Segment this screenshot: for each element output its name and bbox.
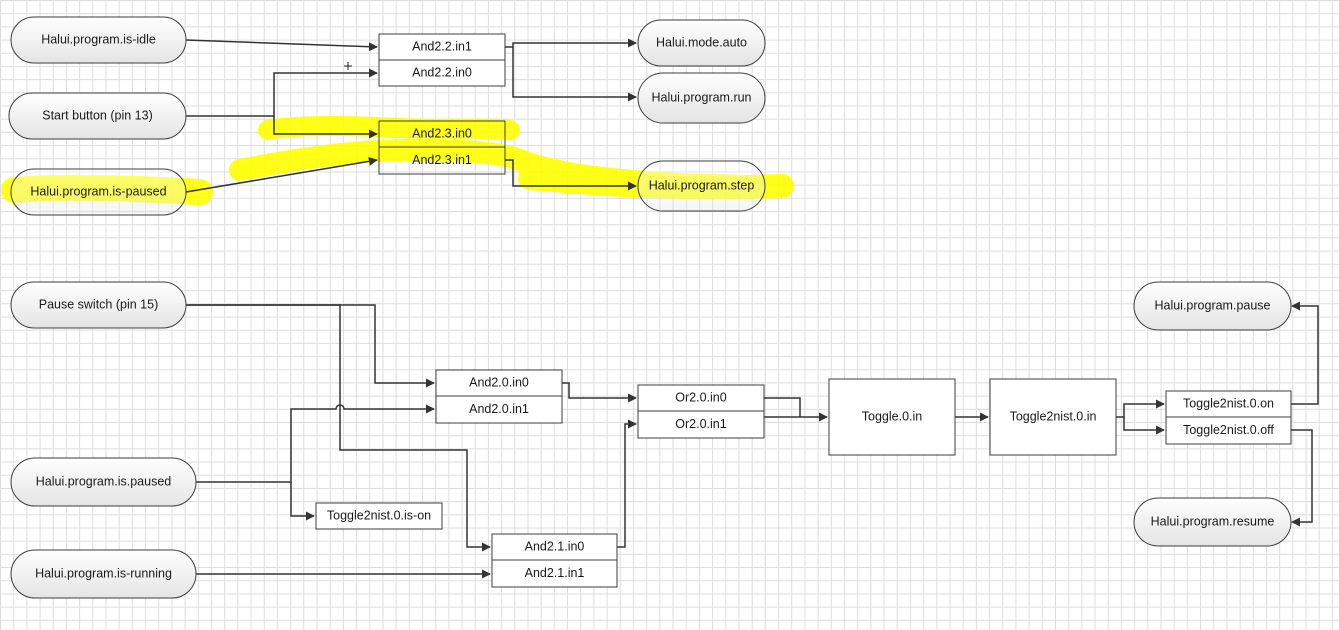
- wire-and23-to-program-step: [505, 159, 637, 191]
- output-mode-auto: Halui.mode.auto: [637, 19, 766, 67]
- wire-toggle2nist-to-on: [1116, 399, 1165, 418]
- wire-and20-to-or20-in0: [562, 382, 637, 403]
- output-program-step-label: Halui.program.step: [649, 178, 755, 192]
- block-toggle2nist0-off-label: Toggle2nist.0.off: [1183, 423, 1274, 437]
- block-toggle2nist0-is-on-label: Toggle2nist.0.is-on: [327, 508, 431, 522]
- output-program-step: Halui.program.step: [637, 160, 766, 212]
- output-program-resume-label: Halui.program.resume: [1151, 514, 1275, 528]
- block-or20-in0-label: Or2.0.in0: [675, 390, 726, 404]
- wire-off-to-program-resume: [1291, 429, 1313, 527]
- wire-start-to-and22-in0: [186, 68, 378, 117]
- block-and21-in1-label: And2.1.in1: [525, 566, 585, 580]
- block-and22-in0-label: And2.2.in0: [412, 65, 472, 79]
- output-program-run-label: Halui.program.run: [651, 90, 751, 104]
- crosshair-icon: [344, 62, 352, 70]
- block-toggle0-in-label: Toggle.0.in: [862, 409, 923, 423]
- wire-and22-to-program-run: [512, 47, 637, 102]
- input-is-paused-top-label: Halui.program.is-paused: [30, 184, 166, 198]
- wires: [185, 38, 1319, 579]
- input-is-paused-top: Halui.program.is-paused: [10, 168, 187, 216]
- block-or20: Or2.0.in0 Or2.0.in1: [637, 384, 765, 439]
- input-is-idle-label: Halui.program.is-idle: [41, 32, 156, 46]
- input-start-button: Start button (pin 13): [8, 92, 187, 140]
- block-toggle2nist0-outputs: Toggle2nist.0.on Toggle2nist.0.off: [1165, 390, 1292, 445]
- output-program-pause-label: Halui.program.pause: [1154, 298, 1270, 312]
- block-and23-in1-label: And2.3.in1: [412, 153, 472, 167]
- block-and21: And2.1.in0 And2.1.in1: [491, 533, 618, 588]
- wire-paused-to-and20-in1: [196, 404, 435, 483]
- block-toggle2nist0: Toggle2nist.0.in: [989, 378, 1117, 456]
- wire-and22-to-mode-auto: [505, 38, 637, 48]
- block-and20-in0-label: And2.0.in0: [469, 375, 529, 389]
- wire-idle-to-and22-in1: [185, 39, 378, 52]
- block-toggle2nist0-in-label: Toggle2nist.0.in: [1010, 409, 1097, 423]
- input-is-idle: Halui.program.is-idle: [10, 16, 187, 64]
- wire-pause-to-and21-in0: [186, 304, 491, 552]
- input-is-running-label: Halui.program.is-running: [35, 566, 172, 580]
- wire-and21-to-or20-in1: [617, 419, 637, 548]
- output-program-resume: Halui.program.resume: [1133, 497, 1292, 547]
- block-and20-in1-label: And2.0.in1: [469, 402, 529, 416]
- block-and23-in0-label: And2.3.in0: [412, 126, 472, 140]
- wire-paused-to-and23-in1: [185, 156, 378, 193]
- wire-on-to-program-pause: [1291, 301, 1319, 405]
- input-is-paused-label: Halui.program.is.paused: [36, 474, 172, 488]
- input-is-paused: Halui.program.is.paused: [10, 457, 197, 507]
- block-toggle2nist0-is-on: Toggle2nist.0.is-on: [315, 502, 443, 530]
- wire-or20-in0-merge: [764, 397, 801, 417]
- wire-paused-to-toggle-is-on: [290, 482, 315, 521]
- block-and22-in1-label: And2.2.in1: [412, 39, 472, 53]
- wire-start-to-and23-in0: [273, 116, 378, 139]
- output-mode-auto-label: Halui.mode.auto: [656, 35, 747, 49]
- block-or20-in1-label: Or2.0.in1: [675, 417, 726, 431]
- output-program-run: Halui.program.run: [637, 72, 766, 124]
- block-and20: And2.0.in0 And2.0.in1: [435, 369, 563, 424]
- input-is-running: Halui.program.is-running: [10, 549, 197, 599]
- block-and21-in0-label: And2.1.in0: [525, 539, 585, 553]
- output-program-pause: Halui.program.pause: [1133, 281, 1292, 331]
- block-toggle0: Toggle.0.in: [828, 378, 956, 456]
- block-toggle2nist0-on-label: Toggle2nist.0.on: [1183, 396, 1274, 410]
- block-and23: And2.3.in0 And2.3.in1: [378, 120, 506, 175]
- input-pause-switch: Pause switch (pin 15): [10, 281, 187, 329]
- input-start-button-label: Start button (pin 13): [42, 108, 152, 122]
- block-and22: And2.2.in1 And2.2.in0: [378, 33, 506, 87]
- wire-pause-to-and20-in0: [186, 304, 435, 388]
- wire-toggle2nist-to-off: [1123, 417, 1165, 435]
- input-pause-switch-label: Pause switch (pin 15): [39, 297, 159, 311]
